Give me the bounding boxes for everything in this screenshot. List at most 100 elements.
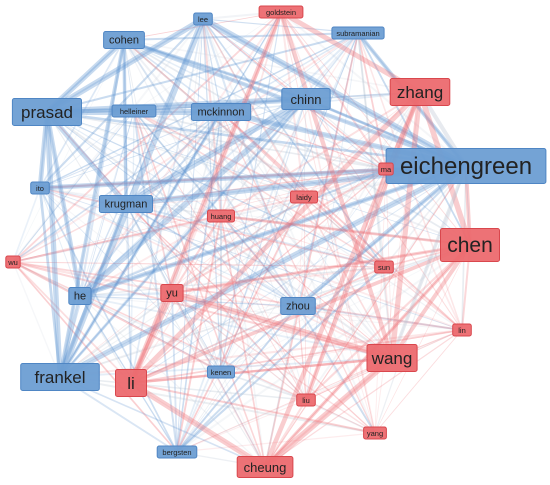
node-label-huang: huang bbox=[211, 212, 232, 221]
edge-prasad-liu bbox=[46, 111, 307, 401]
edge-mckinnon-liu bbox=[220, 111, 307, 401]
node-label-zhou: zhou bbox=[286, 301, 310, 313]
edge-krugman-yu bbox=[125, 203, 173, 294]
edge-cohen-yu bbox=[123, 39, 173, 294]
node-label-lin: lin bbox=[458, 326, 466, 335]
node-label-zhang: zhang bbox=[397, 83, 443, 102]
edge-ito-wu bbox=[12, 187, 41, 263]
edge-goldstein-ma bbox=[279, 10, 388, 171]
edge-lee-chen bbox=[202, 18, 471, 246]
edge-chen-yang bbox=[374, 244, 471, 434]
edge-helleiner-ito bbox=[39, 110, 135, 189]
node-box-sun bbox=[374, 260, 394, 274]
edge-lee-cheung bbox=[202, 18, 266, 468]
node-label-wu: wu bbox=[7, 258, 18, 267]
edge-wang-yu bbox=[169, 290, 395, 361]
edge-mckinnon-frankel bbox=[59, 111, 222, 378]
edge-sun-he bbox=[79, 266, 385, 297]
edge-goldstein-helleiner bbox=[133, 11, 282, 112]
edge-lee-prasad bbox=[44, 16, 206, 115]
node-label-sun: sun bbox=[378, 263, 390, 272]
edge-subramanian-he bbox=[79, 32, 359, 297]
edge-wang-cheung bbox=[263, 356, 394, 469]
edge-krugman-zhou bbox=[125, 203, 299, 307]
edge-frankel-yang bbox=[59, 376, 376, 434]
edge-lee-zhou bbox=[201, 17, 300, 308]
edge-helleiner-wang bbox=[133, 110, 393, 359]
edge-mckinnon-wu bbox=[12, 111, 222, 263]
edge-lee-wang bbox=[202, 18, 393, 359]
edge-chinn-bergsten bbox=[176, 98, 307, 453]
edge-prasad-ma bbox=[46, 111, 387, 170]
edge-zhang-kenen bbox=[220, 91, 421, 373]
node-box-krugman bbox=[98, 195, 153, 213]
edge-chinn-krugman bbox=[122, 95, 310, 208]
node-label-yang: yang bbox=[367, 429, 383, 438]
node-ito: ito bbox=[30, 181, 50, 195]
edge-goldstein-li bbox=[130, 11, 282, 384]
edge-li-yu bbox=[128, 290, 175, 386]
edge-sun-frankel bbox=[59, 266, 385, 378]
edge-lin-li bbox=[130, 329, 463, 384]
edge-lee-yu bbox=[171, 18, 204, 294]
node-label-chen: chen bbox=[447, 234, 493, 257]
edge-goldstein-wu bbox=[12, 11, 282, 263]
edge-prasad-chinn bbox=[43, 95, 310, 116]
edge-eichengreen-frankel bbox=[57, 163, 469, 380]
edge-eichengreen-yang bbox=[374, 165, 467, 434]
edge-helleiner-bergsten bbox=[133, 110, 178, 453]
node-box-chinn bbox=[281, 88, 331, 110]
edge-zhang-liu bbox=[305, 91, 421, 401]
node-box-bergsten bbox=[156, 445, 198, 459]
edge-lee-chinn bbox=[202, 18, 307, 100]
edge-helleiner-cheung bbox=[133, 110, 266, 468]
edge-zhang-wang bbox=[389, 89, 423, 361]
edge-chinn-huang bbox=[220, 98, 307, 217]
node-label-li: li bbox=[127, 374, 135, 393]
edge-yu-liu bbox=[171, 292, 307, 401]
edge-laidy-yu bbox=[171, 196, 305, 294]
node-label-cohen: cohen bbox=[109, 35, 139, 47]
node-box-ma bbox=[378, 162, 394, 176]
edge-chen-liu bbox=[304, 243, 472, 402]
edge-goldstein-wang bbox=[278, 9, 395, 361]
edge-cohen-yang bbox=[123, 39, 376, 434]
edge-lee-laidy bbox=[202, 18, 305, 198]
edge-eichengreen-zhou bbox=[295, 163, 469, 309]
edge-sun-bergsten bbox=[175, 265, 386, 454]
node-li: li bbox=[115, 369, 147, 397]
node-huang: huang bbox=[207, 209, 235, 223]
edge-yu-cheung bbox=[171, 292, 266, 468]
node-label-laidy: laidy bbox=[296, 193, 312, 202]
edge-chen-yu bbox=[170, 243, 472, 295]
edge-yu-kenen bbox=[170, 291, 223, 374]
edge-cohen-wu bbox=[12, 39, 125, 263]
edge-wang-cheung bbox=[261, 354, 396, 471]
edge-chen-yu bbox=[171, 244, 471, 294]
edge-zhou-cheung bbox=[264, 305, 299, 468]
node-box-ito bbox=[30, 181, 50, 195]
edge-krugman-liu bbox=[125, 203, 307, 401]
edge-laidy-sun bbox=[303, 196, 385, 268]
edge-yu-bergsten bbox=[171, 292, 178, 453]
edge-cohen-zhou bbox=[123, 39, 299, 307]
edge-helleiner-huang bbox=[133, 110, 222, 217]
node-box-cohen bbox=[103, 31, 145, 49]
node-wang: wang bbox=[366, 344, 418, 372]
edge-kenen-liu bbox=[220, 371, 307, 401]
node-label-mckinnon: mckinnon bbox=[197, 107, 244, 119]
edge-he-cheung bbox=[79, 295, 266, 468]
node-box-mckinnon bbox=[190, 103, 252, 121]
edge-goldstein-chinn bbox=[280, 11, 307, 100]
edge-cohen-helleiner bbox=[123, 39, 135, 112]
edge-subramanian-sun bbox=[357, 32, 385, 268]
node-krugman: krugman bbox=[98, 195, 153, 213]
edge-chinn-yang bbox=[305, 98, 376, 434]
edge-prasad-laidy bbox=[46, 111, 305, 198]
edge-liu-bergsten bbox=[176, 399, 307, 453]
edge-wu-bergsten bbox=[12, 261, 178, 453]
edge-goldstein-eichengreen bbox=[279, 10, 468, 168]
edge-zhang-huang bbox=[220, 91, 421, 217]
edge-mckinnon-ito bbox=[39, 111, 222, 189]
edge-ma-yu bbox=[170, 167, 388, 295]
